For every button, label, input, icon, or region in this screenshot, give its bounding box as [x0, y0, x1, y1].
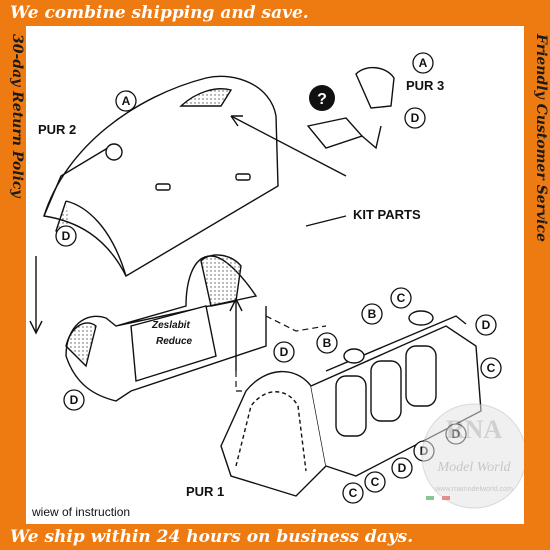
- callout-d-6: D: [398, 461, 407, 475]
- watermark-line3: www.rnamodelworld.com: [434, 486, 513, 493]
- pur3-part: [306, 67, 395, 150]
- customer-service-text: Friendly Customer Service: [533, 34, 549, 242]
- callout-c-2: C: [487, 361, 496, 375]
- callout-b-2: B: [368, 307, 377, 321]
- callout-d-2: D: [62, 229, 71, 243]
- left-side-banner: 30-day Return Policy: [0, 26, 26, 524]
- pur3-label: PUR 3: [406, 78, 444, 93]
- callout-c-4: C: [371, 475, 380, 489]
- reduce-label: Reduce: [156, 336, 193, 347]
- question-mark: ?: [317, 91, 327, 108]
- pur2-label: PUR 2: [38, 122, 76, 137]
- watermark-line2: Model World: [437, 460, 512, 475]
- assembly-arrow-2: [29, 256, 43, 335]
- instruction-diagram: A A D D D D B B C D C C C D D D ? PUR 2 …: [26, 26, 524, 524]
- callout-d-3: D: [70, 393, 79, 407]
- shipping-banner: We combine shipping and save.: [0, 0, 550, 26]
- callout-d-1: D: [411, 111, 420, 125]
- dispatch-banner: We ship within 24 hours on business days…: [0, 524, 550, 550]
- pur1-label: PUR 1: [186, 484, 224, 499]
- lower-canopy-section: [65, 254, 267, 402]
- watermark-line1: RNA: [446, 415, 503, 444]
- assembly-arrow-3: [229, 297, 243, 371]
- callout-d-5: D: [482, 318, 491, 332]
- callout-c-1: C: [397, 291, 406, 305]
- caption: wiew of instruction: [31, 505, 130, 519]
- callout-d-4: D: [280, 345, 289, 359]
- callout-c-3: C: [349, 486, 358, 500]
- callout-a-2: A: [419, 56, 428, 70]
- question-mark-circle: [309, 85, 335, 111]
- callout-b-1: B: [323, 336, 332, 350]
- kit-parts-leader: [305, 215, 347, 227]
- kit-parts-label: KIT PARTS: [353, 207, 421, 222]
- callout-a-1: A: [122, 94, 131, 108]
- right-side-banner: Friendly Customer Service: [524, 26, 550, 524]
- pur2-upper-part: [43, 75, 279, 277]
- rna-watermark-logo: RNA Model World www.rnamodelworld.com: [421, 403, 524, 509]
- assembly-arrow-1: [230, 115, 347, 177]
- pur1-tank-assembly: [220, 310, 482, 497]
- return-policy-text: 30-day Return Policy: [9, 34, 25, 198]
- zeslabit-label: Zeslabit: [151, 320, 190, 331]
- diagram-drawing: A A D D D D B B C D C C C D D D ? PUR 2 …: [29, 52, 524, 519]
